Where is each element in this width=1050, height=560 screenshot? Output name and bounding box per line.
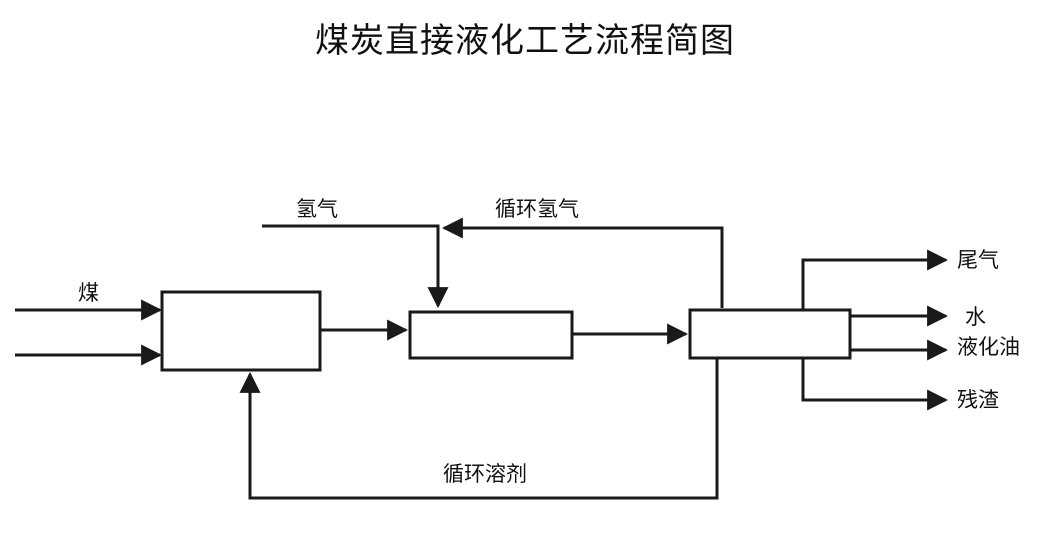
recycle-hydrogen-line [441, 217, 724, 308]
page-title: 煤炭直接液化工艺流程简图 [315, 21, 735, 61]
hydrogen-feed-line [262, 224, 449, 309]
label-hydrogen: 氢气 [296, 197, 338, 221]
label-recycle-solvent: 循环溶剂 [443, 462, 527, 486]
label-tail-gas: 尾气 [957, 248, 999, 272]
residue-line [801, 358, 949, 411]
recycle-solvent-line [239, 358, 719, 500]
label-residue: 残渣 [957, 388, 999, 412]
label-coal: 煤 [78, 281, 99, 305]
label-recycle-hydrogen: 循环氢气 [495, 197, 579, 221]
unit-box-2 [408, 310, 574, 360]
label-water: 水 [965, 305, 986, 329]
label-liquefied-oil: 液化油 [957, 335, 1020, 359]
unit-box-3 [688, 308, 852, 360]
tail-gas-line [801, 249, 949, 310]
unit-box-1 [160, 290, 322, 372]
